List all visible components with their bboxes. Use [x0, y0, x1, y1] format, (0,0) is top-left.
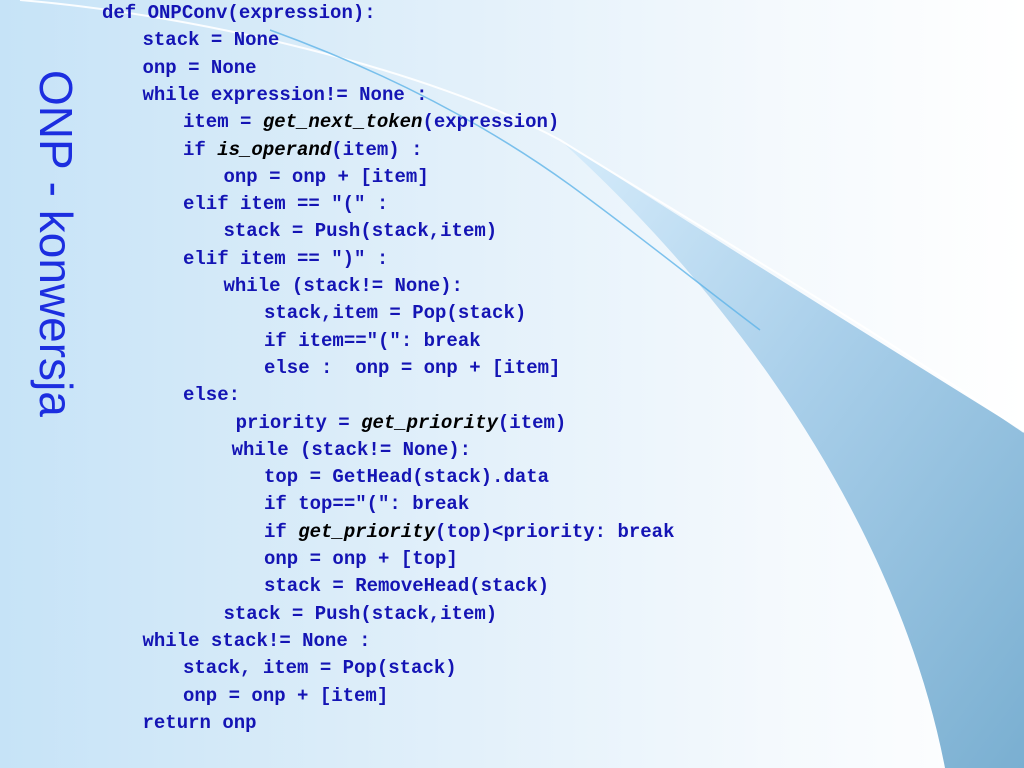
code-text: else : onp = onp + [item]: [264, 356, 561, 379]
code-text: if item=="(": break: [264, 329, 481, 352]
code-text: stack, item = Pop(stack): [183, 657, 457, 680]
code-line: while expression!= None :: [143, 82, 428, 109]
function-name: get_priority: [298, 520, 436, 543]
code-text: onp = onp + [top]: [264, 548, 458, 570]
function-name: get_priority: [361, 411, 498, 434]
code-line: if get_priority(top)<priority: break: [264, 519, 675, 546]
code-text: stack = Push(stack,item): [223, 602, 498, 625]
code-line: elif item == "(" :: [183, 191, 388, 218]
code-line: top = GetHead(stack).data: [264, 464, 549, 491]
code-text: while (stack!= None):: [223, 275, 463, 297]
code-line: stack = Push(stack,item): [224, 218, 498, 245]
code-text: while expression!= None :: [142, 83, 428, 106]
code-line: onp = onp + [item]: [224, 164, 429, 191]
code-line: else : onp = onp + [item]: [264, 355, 560, 382]
code-text: while (stack!= None):: [231, 438, 472, 461]
code-text: (expression): [422, 111, 560, 134]
code-line: else:: [183, 382, 240, 409]
code-line: while stack!= None :: [143, 628, 371, 655]
code-text: stack = RemoveHead(stack): [264, 575, 550, 598]
code-text: onp = onp + [item]: [223, 165, 429, 188]
code-line: stack = Push(stack,item): [224, 601, 498, 628]
code-text: if top=="(": break: [264, 493, 470, 516]
code-line: priority = get_priority(item): [236, 410, 567, 437]
code-line: item = get_next_token(expression): [183, 109, 559, 136]
code-text: priority =: [235, 411, 362, 434]
code-text: def ONPConv(expression):: [102, 2, 376, 24]
code-line: def ONPConv(expression):: [102, 0, 376, 27]
code-text: return onp: [142, 711, 257, 734]
code-line: while (stack!= None):: [232, 437, 471, 464]
function-name: is_operand: [217, 138, 332, 161]
code-line: return onp: [143, 710, 257, 737]
code-text: top = GetHead(stack).data: [264, 466, 550, 489]
code-text: (item) :: [331, 138, 423, 161]
code-text: onp = None: [142, 56, 257, 79]
code-line: stack = None: [143, 27, 280, 54]
code-text: if: [183, 138, 218, 161]
code-line: elif item == ")" :: [183, 246, 388, 273]
slide-title: ONP - konwersja: [30, 70, 82, 417]
code-text: onp = onp + [item]: [183, 684, 389, 707]
code-text: if: [264, 520, 299, 543]
code-line: stack,item = Pop(stack): [264, 300, 526, 327]
code-text: stack = Push(stack,item): [223, 220, 498, 243]
code-text: stack,item = Pop(stack): [264, 302, 527, 325]
code-line: onp = None: [143, 55, 257, 82]
code-text: stack = None: [142, 29, 280, 52]
code-line: onp = onp + [item]: [183, 683, 388, 710]
code-text: while stack!= None :: [142, 629, 371, 652]
code-text: (top)<priority: break: [435, 520, 675, 543]
swoosh-edge-curve: [19, 0, 1024, 433]
code-line: if is_operand(item) :: [183, 137, 422, 164]
code-text: else:: [183, 384, 241, 407]
code-line: if top=="(": break: [264, 491, 469, 518]
blue-swoosh-band: [560, 140, 1024, 768]
function-name: get_next_token: [262, 111, 423, 134]
code-text: elif item == ")" :: [183, 247, 389, 270]
code-line: while (stack!= None):: [224, 273, 463, 300]
code-line: stack = RemoveHead(stack): [264, 573, 549, 600]
code-line: onp = onp + [top]: [264, 546, 458, 573]
swoosh-thin-curve: [269, 29, 761, 331]
code-text: item =: [183, 111, 263, 134]
code-text: elif item == "(" :: [183, 193, 389, 216]
code-line: if item=="(": break: [264, 328, 481, 355]
code-line: stack, item = Pop(stack): [183, 655, 457, 682]
code-text: (item): [497, 411, 567, 434]
